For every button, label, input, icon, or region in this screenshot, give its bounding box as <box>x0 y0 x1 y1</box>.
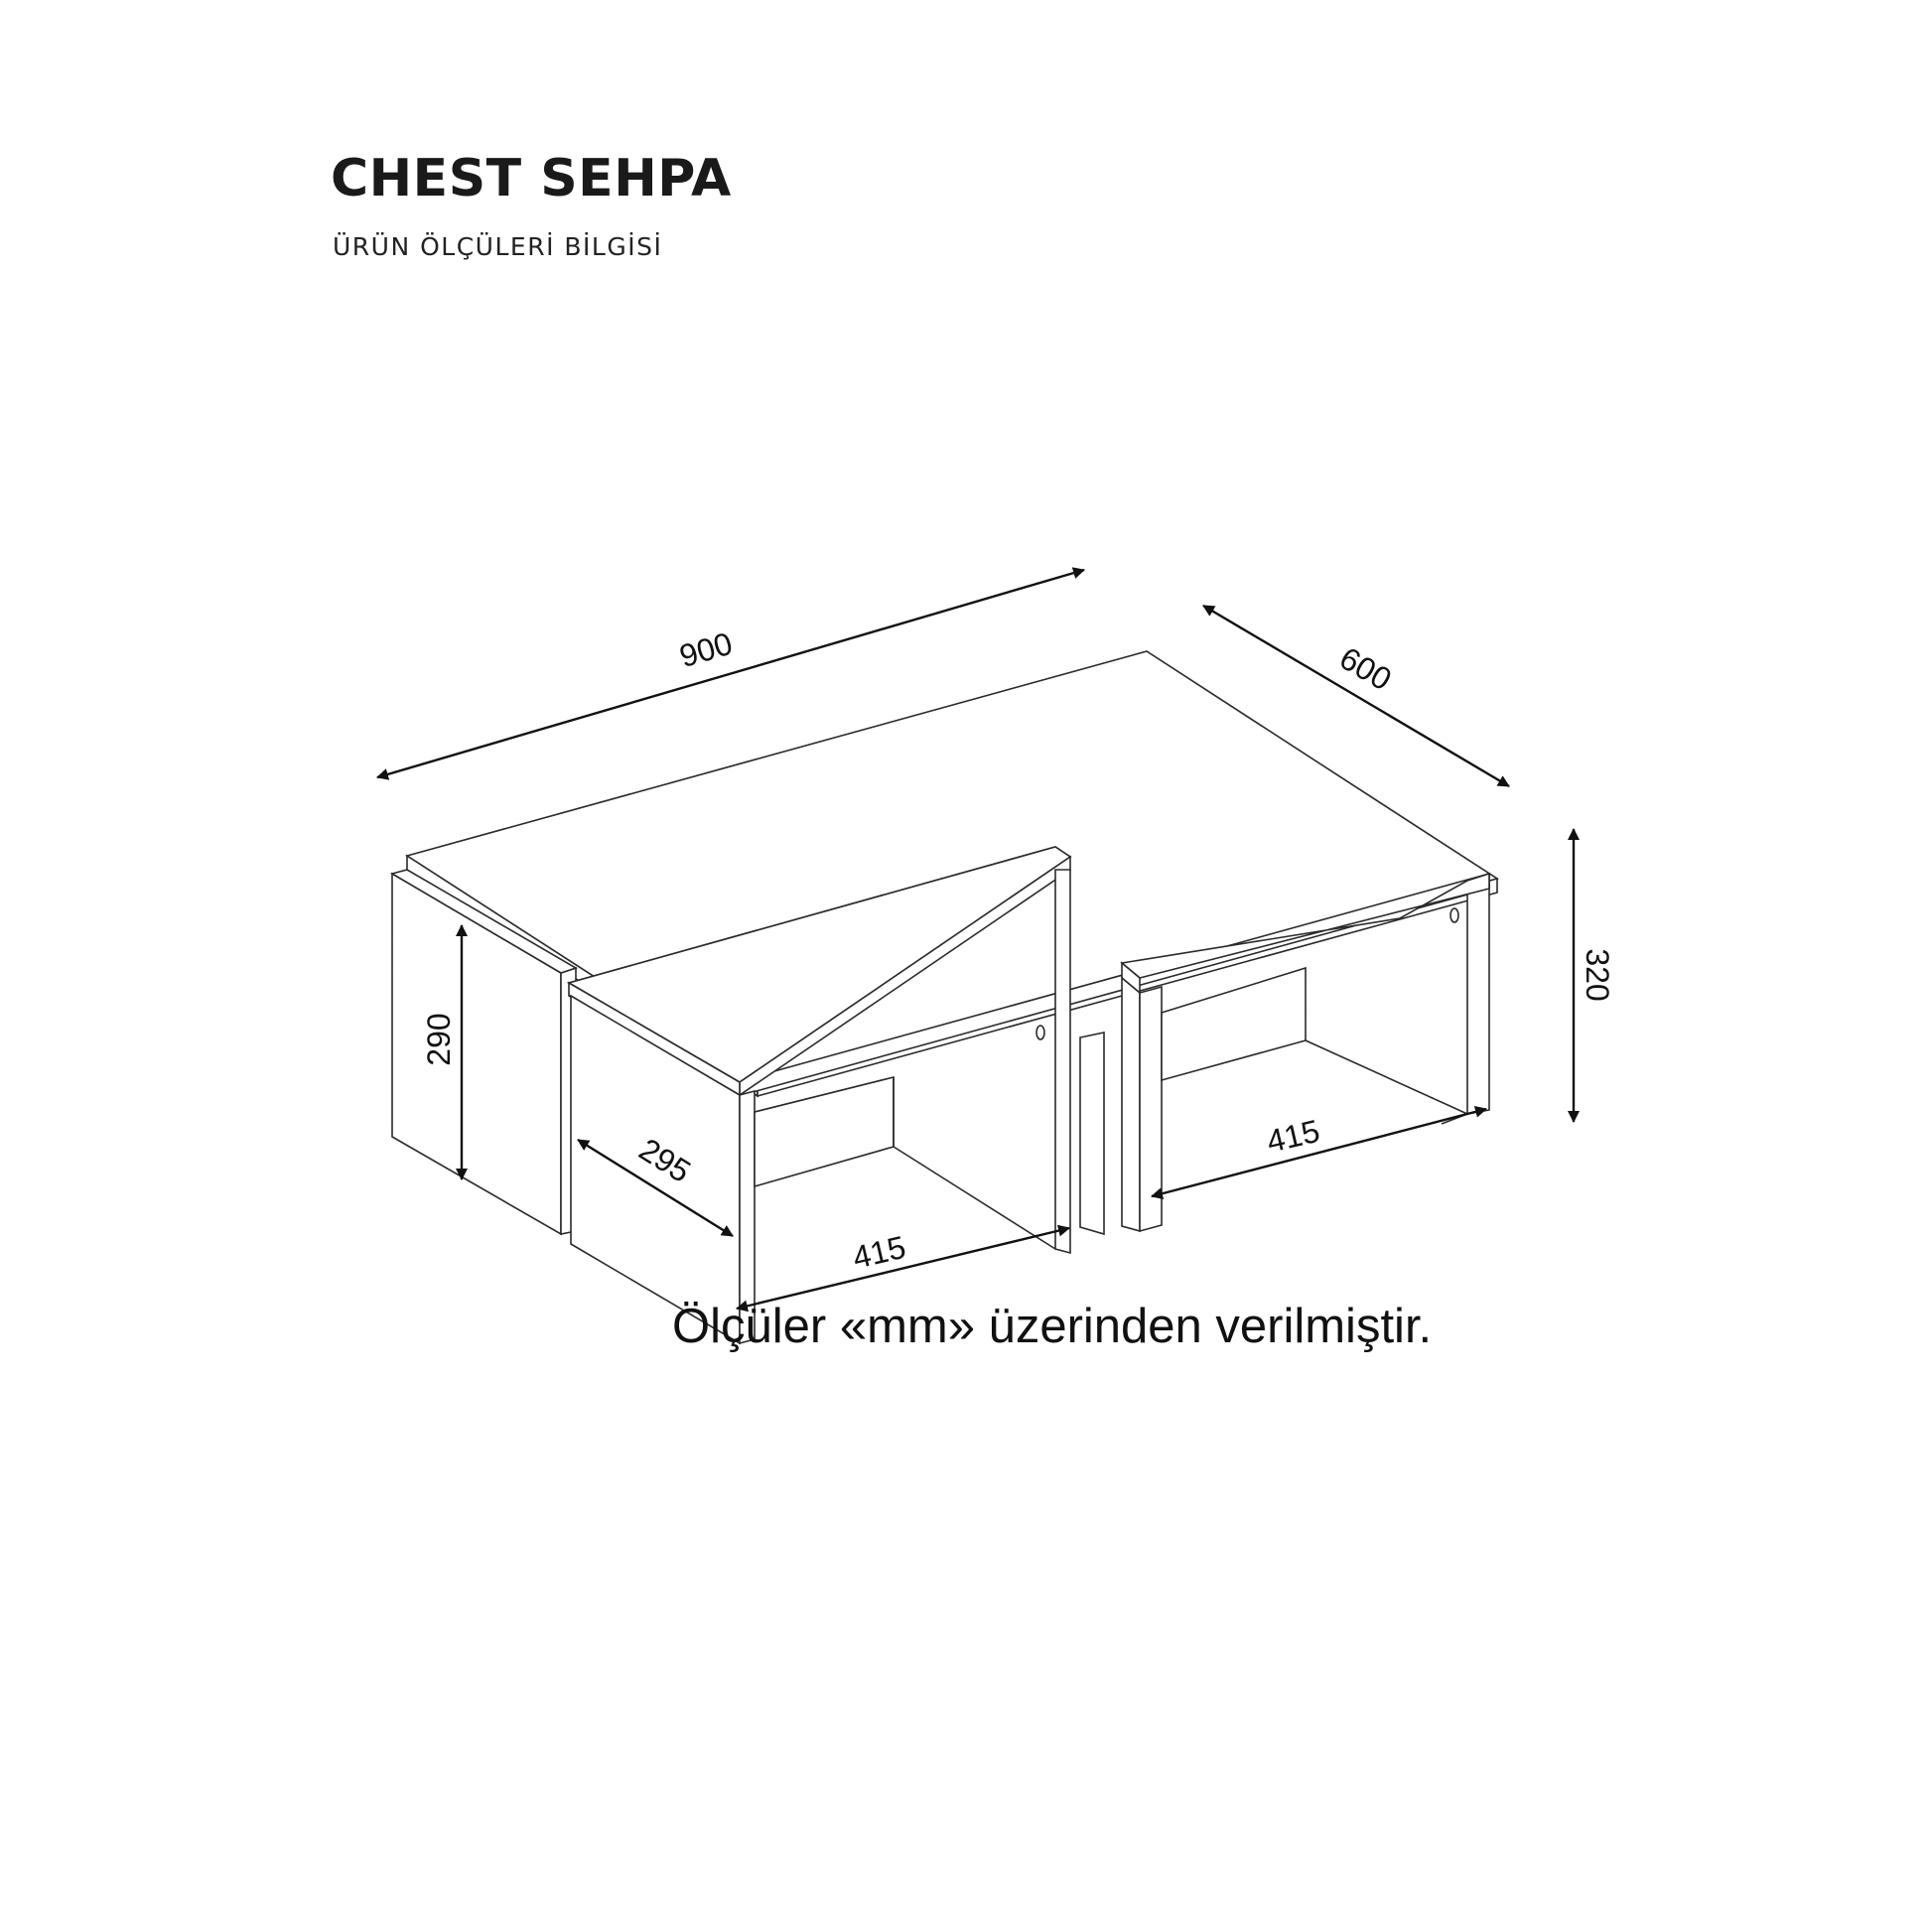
dim-900-line <box>376 567 1085 780</box>
dim-415-right-line <box>1151 1105 1487 1200</box>
front-stool-right-leg <box>1054 869 1071 1255</box>
dim-320-label: 320 <box>1580 948 1615 1001</box>
right-leg-side <box>1466 872 1490 1115</box>
front-stool <box>566 846 1072 1345</box>
left-leg-top-strip <box>389 869 578 974</box>
right-stool <box>1120 872 1490 1233</box>
dim-290-label: 290 <box>421 1013 457 1065</box>
dim-600-line <box>1202 604 1510 788</box>
front-stool-floor-edge <box>893 1146 1056 1250</box>
right-stool-hole <box>1449 907 1459 923</box>
dim-415-front-line <box>736 1224 1070 1312</box>
right-stool-back-panel <box>1161 966 1307 1082</box>
front-stool-hole <box>1035 1025 1045 1040</box>
dimension-lines <box>376 567 1580 1312</box>
dim-415-right-label: 415 <box>1263 1113 1322 1160</box>
page-subtitle: ÜRÜN ÖLÇÜLERİ BİLGİSİ <box>333 232 663 261</box>
units-note: Ölçüler «mm» üzerinden verilmiştir. <box>672 1300 1433 1353</box>
right-stool-floor-edge <box>1305 1039 1468 1115</box>
dim-900-label: 900 <box>675 625 736 674</box>
front-stool-back-panel <box>754 1075 895 1188</box>
right-stool-left-leg <box>1121 976 1141 1233</box>
center-divider <box>1079 1032 1105 1236</box>
dim-295-line <box>577 1138 734 1238</box>
page-title: CHEST SEHPA <box>331 149 732 208</box>
